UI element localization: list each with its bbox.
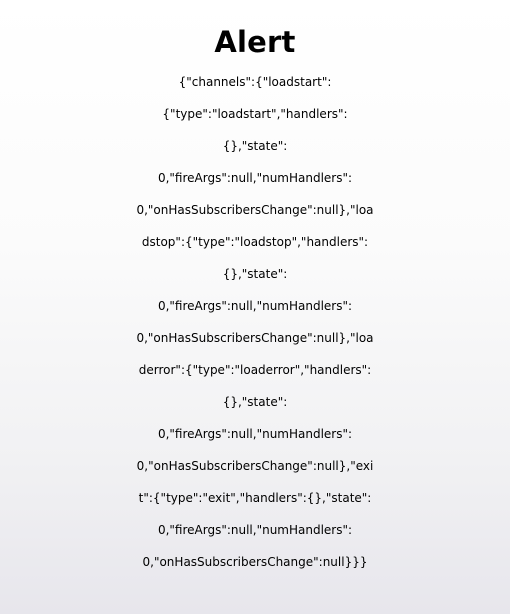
alert-message-line: 0,"fireArgs":null,"numHandlers":: [157, 523, 353, 537]
alert-message-line: 0,"onHasSubscribersChange":null},"loa: [136, 203, 374, 217]
alert-message-line: 0,"fireArgs":null,"numHandlers":: [157, 427, 353, 441]
alert-message-line: {"channels":{"loadstart":: [178, 75, 332, 89]
alert-message: {"channels":{"loadstart": {"type":"loads…: [0, 66, 510, 578]
alert-message-line: {"type":"loadstart","handlers":: [162, 107, 348, 121]
alert-message-line: dstop":{"type":"loadstop","handlers":: [141, 235, 369, 249]
alert-message-line: {},"state":: [222, 267, 288, 281]
alert-message-line: derror":{"type":"loaderror","handlers":: [138, 363, 372, 377]
alert-message-line: 0,"fireArgs":null,"numHandlers":: [157, 171, 353, 185]
alert-message-line: 0,"fireArgs":null,"numHandlers":: [157, 299, 353, 313]
alert-title: Alert: [214, 25, 296, 59]
alert-message-line: 0,"onHasSubscribersChange":null},"exi: [136, 459, 374, 473]
alert-message-line: t":{"type":"exit","handlers":{},"state":: [138, 491, 372, 505]
alert-message-line: 0,"onHasSubscribersChange":null}}}: [142, 555, 368, 569]
alert-message-line: {},"state":: [222, 139, 288, 153]
alert-message-line: {},"state":: [222, 395, 288, 409]
alert-message-line: 0,"onHasSubscribersChange":null},"loa: [136, 331, 374, 345]
